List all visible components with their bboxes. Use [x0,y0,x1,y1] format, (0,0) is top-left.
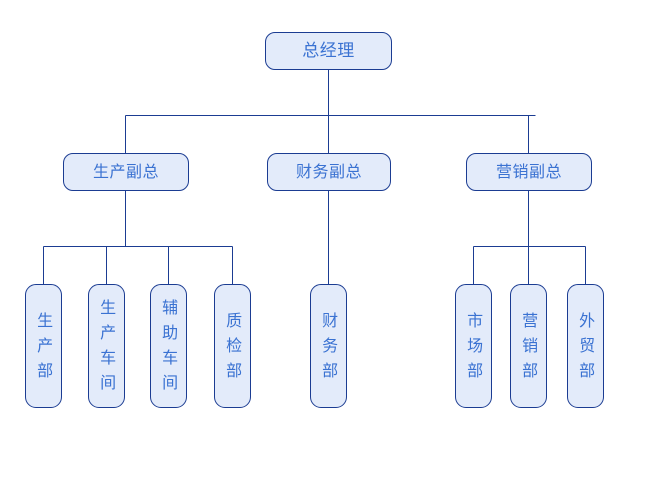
node-dept-quality[interactable]: 质检部 [214,284,251,408]
node-vp-finance[interactable]: 财务副总 [267,153,391,191]
node-label: 外贸部 [576,311,596,387]
node-dept-auxiliary-workshop[interactable]: 辅助车间 [150,284,187,408]
node-label: 生产车间 [97,299,117,399]
node-label: 市场部 [464,311,484,387]
node-label: 辅助车间 [159,299,179,399]
node-general-manager[interactable]: 总经理 [265,32,392,70]
node-label: 生产部 [34,311,54,387]
node-dept-market[interactable]: 市场部 [455,284,492,408]
node-label: 生产副总 [92,162,159,182]
node-dept-finance[interactable]: 财务部 [310,284,347,408]
node-dept-production-workshop[interactable]: 生产车间 [88,284,125,408]
node-label: 质检部 [223,311,243,387]
node-dept-production[interactable]: 生产部 [25,284,62,408]
node-dept-marketing[interactable]: 营销部 [510,284,547,408]
node-label: 营销部 [519,311,539,387]
node-label: 财务部 [319,311,339,387]
node-vp-marketing[interactable]: 营销副总 [466,153,592,191]
node-label: 营销副总 [495,162,562,182]
node-vp-production[interactable]: 生产副总 [63,153,189,191]
node-dept-foreign-trade[interactable]: 外贸部 [567,284,604,408]
node-label: 总经理 [302,40,355,61]
node-label: 财务副总 [295,162,362,182]
